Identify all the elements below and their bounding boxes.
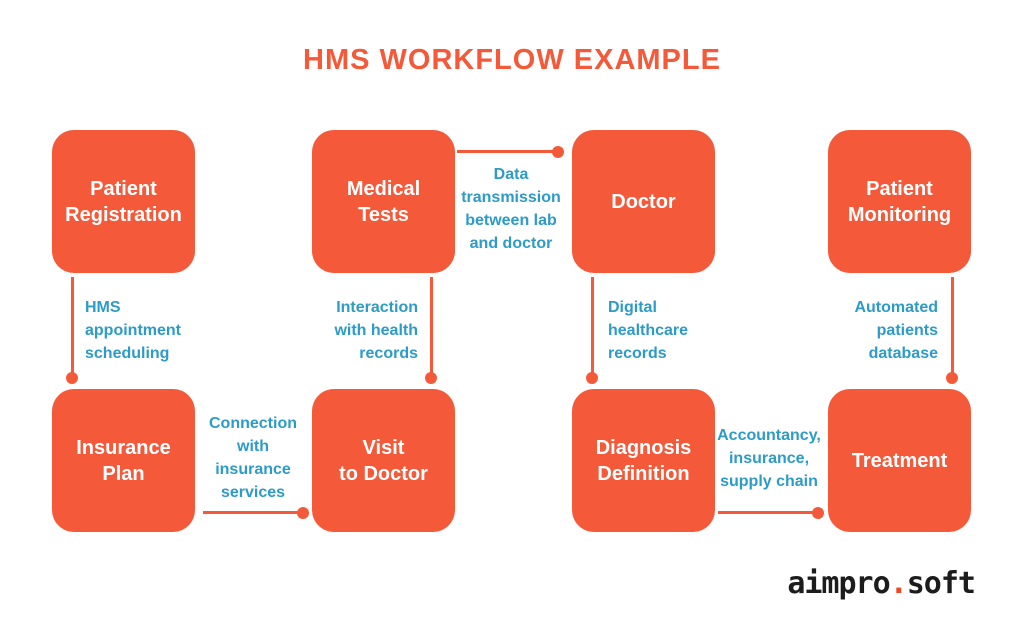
flow-box-visit-to-doctor: Visit to Doctor	[312, 389, 455, 532]
connector-line-diagnosis-to-treatment	[718, 511, 818, 514]
connector-label-interaction-health-records: Interaction with health records	[334, 299, 418, 362]
connector-dot-monitoring-to-treatment	[946, 372, 958, 384]
connector-line-doctor-to-diagnosis	[591, 277, 594, 378]
connector-dot-diagnosis-to-treatment	[812, 507, 824, 519]
flow-box-doctor: Doctor	[572, 130, 715, 273]
flow-box-patient-monitoring: Patient Monitoring	[828, 130, 971, 273]
flow-box-medical-tests: Medical Tests	[312, 130, 455, 273]
connector-line-insurance-to-visit	[203, 511, 303, 514]
flow-box-treatment: Treatment	[828, 389, 971, 532]
connector-label-digital-healthcare-records: Digital healthcare records	[608, 299, 689, 362]
connector-dot-tests-to-visit	[425, 372, 437, 384]
connector-line-monitoring-to-treatment	[951, 277, 954, 378]
connector-dot-insurance-to-visit	[297, 507, 309, 519]
connector-dot-registration-to-insurance	[66, 372, 78, 384]
connector-line-registration-to-insurance	[71, 277, 74, 378]
connector-line-tests-to-doctor	[457, 150, 557, 153]
flow-box-patient-registration: Patient Registration	[52, 130, 195, 273]
flow-box-insurance-plan: Insurance Plan	[52, 389, 195, 532]
connector-label-hms-appointment-scheduling: HMS appointment scheduling	[85, 299, 181, 362]
connector-dot-tests-to-doctor	[552, 146, 564, 158]
logo-suffix: soft	[906, 566, 976, 601]
connector-label-accountancy-insurance-supply: Accountancy, insurance, supply chain	[717, 427, 821, 490]
connector-label-data-transmission: Data transmission between lab and doctor	[461, 166, 561, 252]
diagram-title: HMS WORKFLOW EXAMPLE	[303, 44, 721, 76]
connector-line-tests-to-visit	[430, 277, 433, 378]
connector-dot-doctor-to-diagnosis	[586, 372, 598, 384]
logo-dot: .	[889, 566, 908, 601]
connector-label-automated-patients-database: Automated patients database	[854, 299, 938, 362]
logo-name: aimpro	[787, 566, 890, 601]
flow-box-diagnosis-definition: Diagnosis Definition	[572, 389, 715, 532]
connector-label-connection-insurance-services: Connection with insurance services	[209, 415, 297, 501]
aimprosoft-logo: aimpro.soft	[787, 566, 976, 601]
